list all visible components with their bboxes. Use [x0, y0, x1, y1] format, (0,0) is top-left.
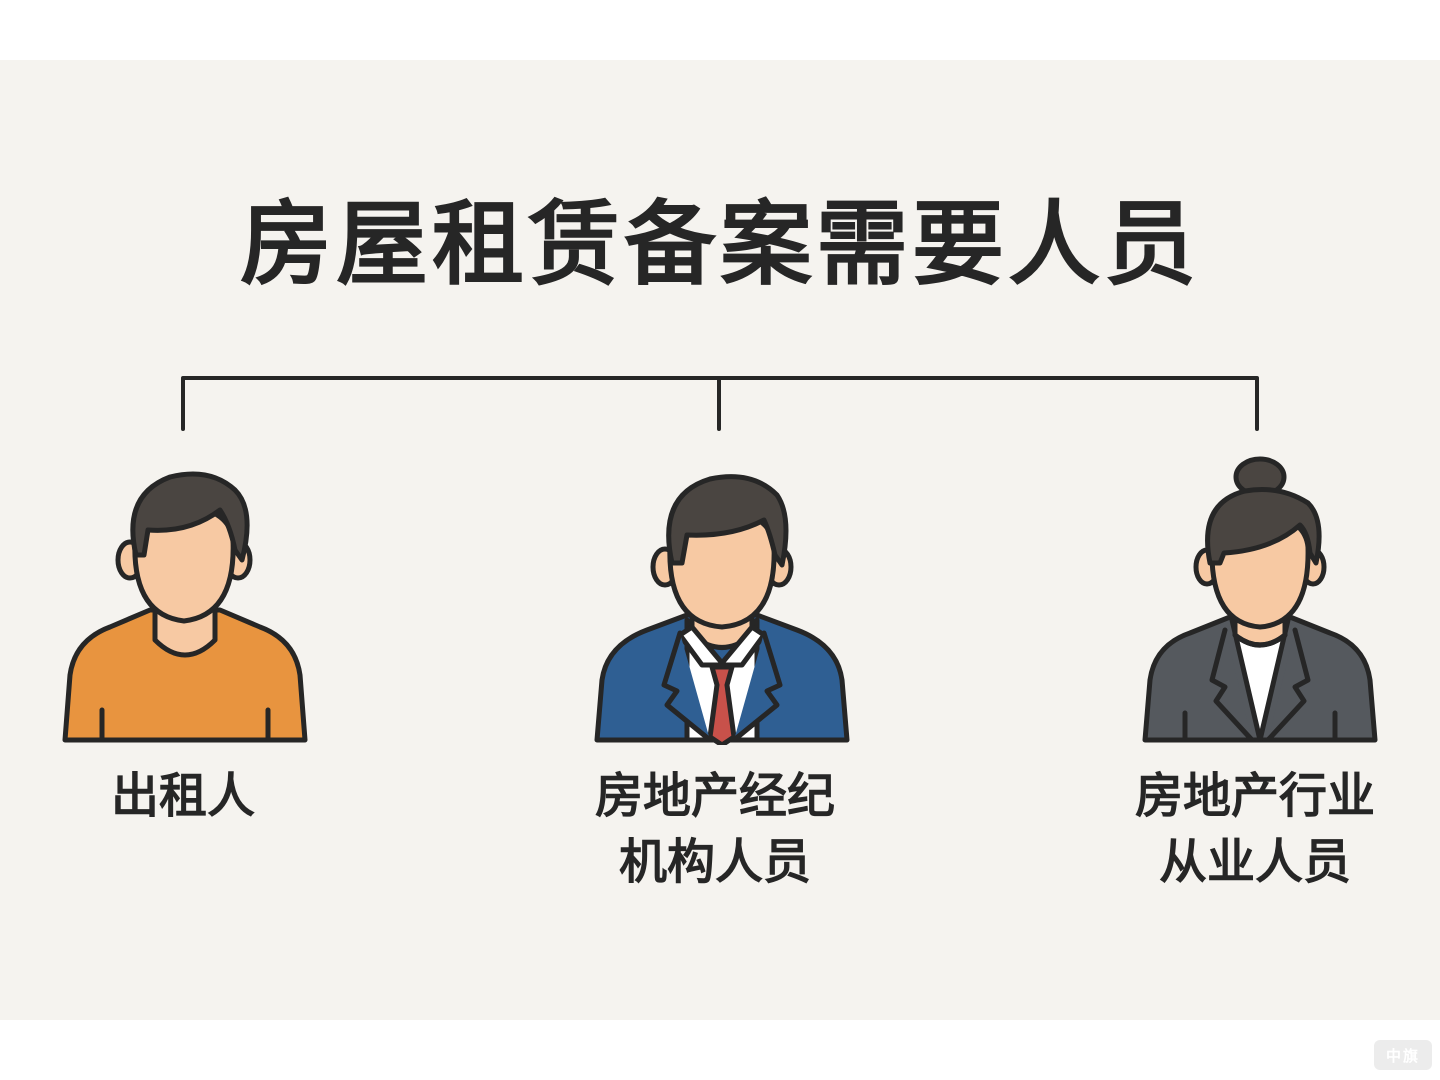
diagram-title: 房屋租赁备案需要人员: [239, 191, 1200, 298]
tree-connector-lines: [181, 376, 1259, 431]
node-label-agency-staff: 房地产经纪 机构人员: [560, 763, 870, 895]
node-label-landlord: 出租人: [83, 763, 283, 829]
diagram-canvas: 房屋租赁备案需要人员: [0, 60, 1440, 1020]
man-tshirt-icon: [62, 471, 308, 743]
label-line: 从业人员: [1158, 834, 1351, 890]
label-line: 房地产行业: [1134, 768, 1375, 824]
watermark-badge: 中旗: [1374, 1040, 1432, 1070]
label-line: 出租人: [110, 768, 255, 824]
node-label-industry-staff: 房地产行业 从业人员: [1100, 763, 1410, 895]
man-suit-tie-icon: [594, 474, 850, 745]
woman-blazer-icon: [1142, 456, 1378, 743]
label-line: 机构人员: [618, 834, 811, 890]
label-line: 房地产经纪: [594, 768, 835, 824]
